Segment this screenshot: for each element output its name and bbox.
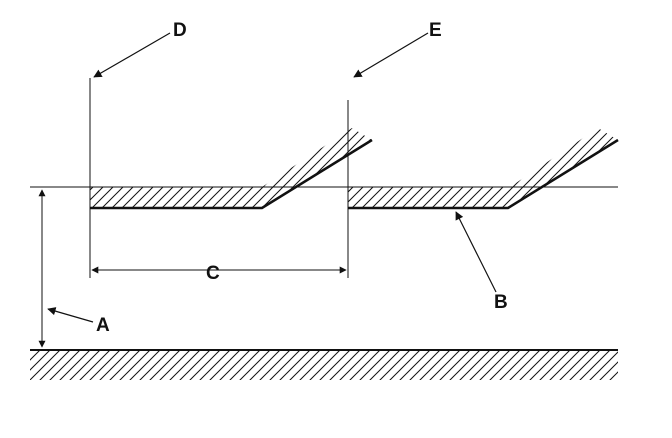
leader-a: [47, 307, 94, 323]
right-plate-hatch-flat: [348, 187, 510, 207]
left-plate-hatch-slope: [262, 128, 372, 208]
label-e: E: [429, 20, 442, 41]
right-plate-hatch-slope: [510, 128, 618, 208]
leader-b: [455, 211, 497, 293]
label-b: B: [494, 292, 508, 313]
left-plate: [90, 138, 373, 210]
label-a: A: [96, 315, 110, 336]
right-plate: [348, 138, 619, 210]
leader-d: [93, 32, 171, 78]
left-plate-hatch-flat: [90, 187, 262, 207]
bottom-surface-hatch: [30, 350, 618, 380]
label-d: D: [173, 20, 187, 41]
label-c: C: [206, 263, 220, 284]
leader-e: [353, 32, 429, 78]
